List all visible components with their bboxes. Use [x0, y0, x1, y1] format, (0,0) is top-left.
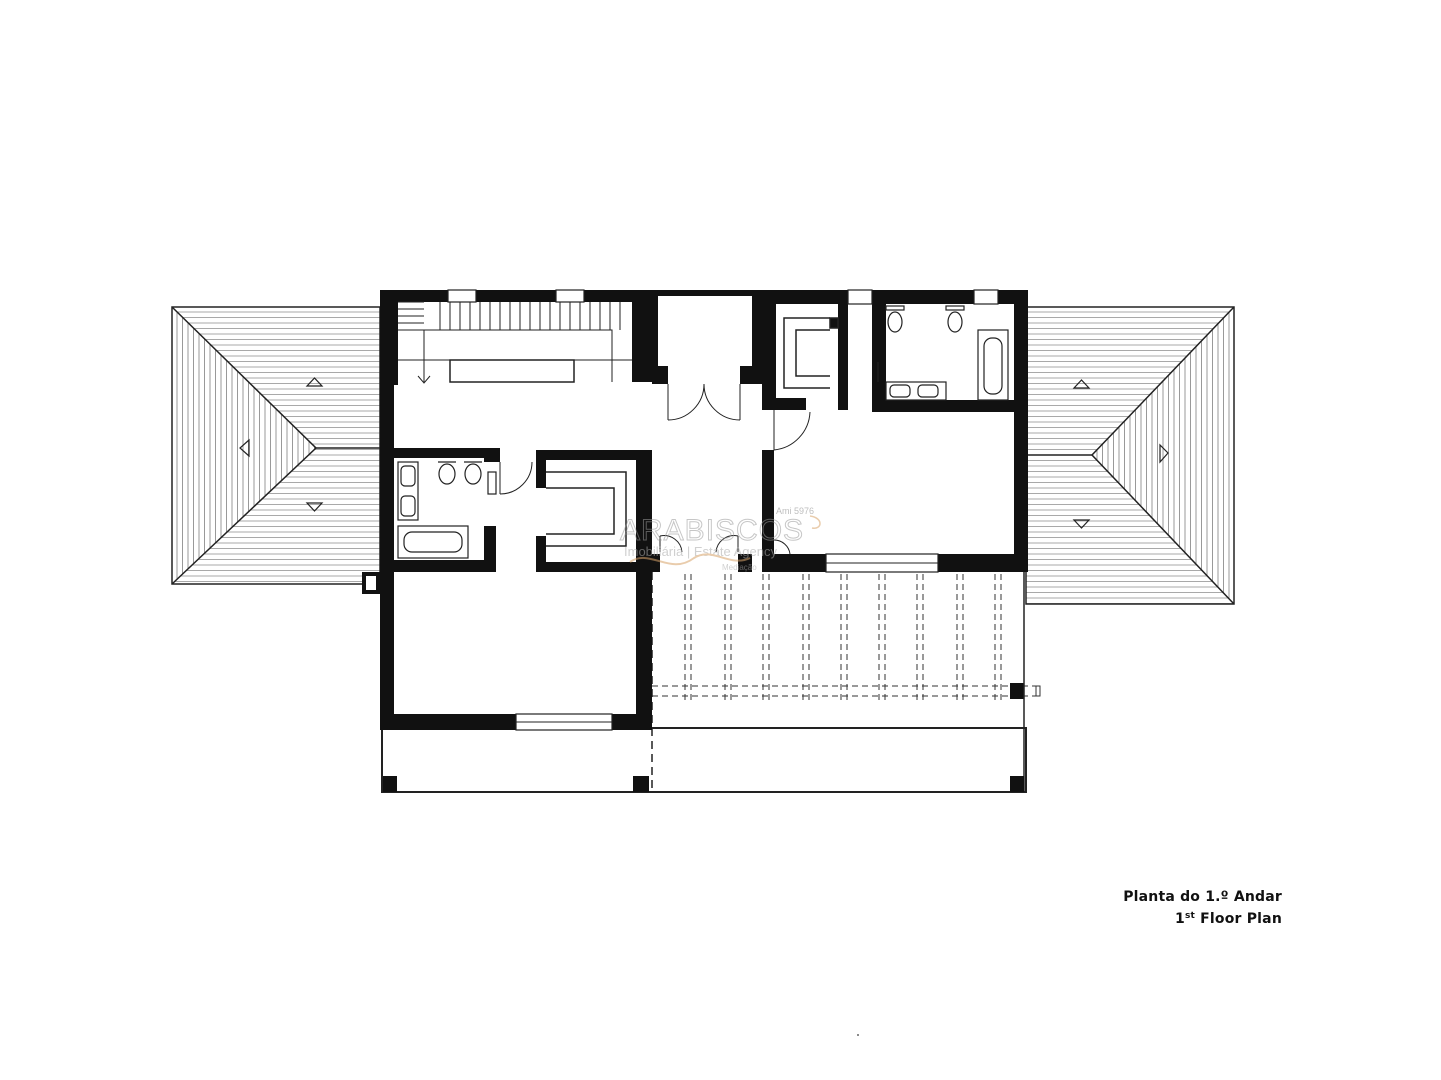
caption-title-en: 1st Floor Plan	[1123, 907, 1282, 929]
watermark: Ami 5976 ARABISCOS Imobiliária | Estate …	[620, 506, 821, 572]
windows	[447, 289, 999, 731]
watermark-swoosh	[629, 553, 751, 566]
watermark-brand: ARABISCOS	[620, 514, 804, 547]
watermark-subline: Mediação	[722, 563, 757, 572]
column	[362, 572, 380, 594]
window	[847, 289, 873, 305]
closet-upper	[783, 317, 839, 389]
staircase	[398, 301, 632, 384]
balcony	[381, 727, 1027, 793]
roof-slope-arrow	[1072, 519, 1091, 529]
window	[973, 289, 999, 305]
window	[555, 289, 585, 303]
caption-en-suffix: st	[1185, 911, 1196, 921]
watermark-swoosh	[809, 515, 821, 529]
roof-slope-arrow	[305, 502, 324, 512]
pergola-terrace	[651, 570, 1041, 792]
caption-en-text: Floor Plan	[1200, 911, 1282, 927]
roof-slope-arrow	[239, 438, 250, 458]
left-bath-fixtures	[397, 461, 497, 559]
master-bath-fixtures	[877, 305, 1009, 401]
right-roof-hatch	[1026, 311, 1234, 604]
window	[447, 289, 477, 303]
left-roof	[171, 306, 381, 585]
left-roof-hatch	[174, 311, 380, 582]
right-roof	[1025, 306, 1235, 605]
caption-en-number: 1	[1175, 911, 1185, 927]
closet-middle	[546, 471, 627, 547]
caption-title-pt: Planta do 1.º Andar	[1123, 889, 1282, 905]
doors	[499, 383, 811, 555]
roof-slope-arrow	[1072, 379, 1091, 389]
watermark-tagline: Imobiliária | Estate Agency	[624, 544, 777, 559]
plan-caption: Planta do 1.º Andar 1st Floor Plan	[1123, 888, 1282, 929]
watermark-license: Ami 5976	[776, 506, 814, 516]
roof-slope-arrow	[1159, 443, 1169, 464]
roof-slope-arrow	[305, 377, 324, 387]
walls	[380, 290, 1028, 730]
